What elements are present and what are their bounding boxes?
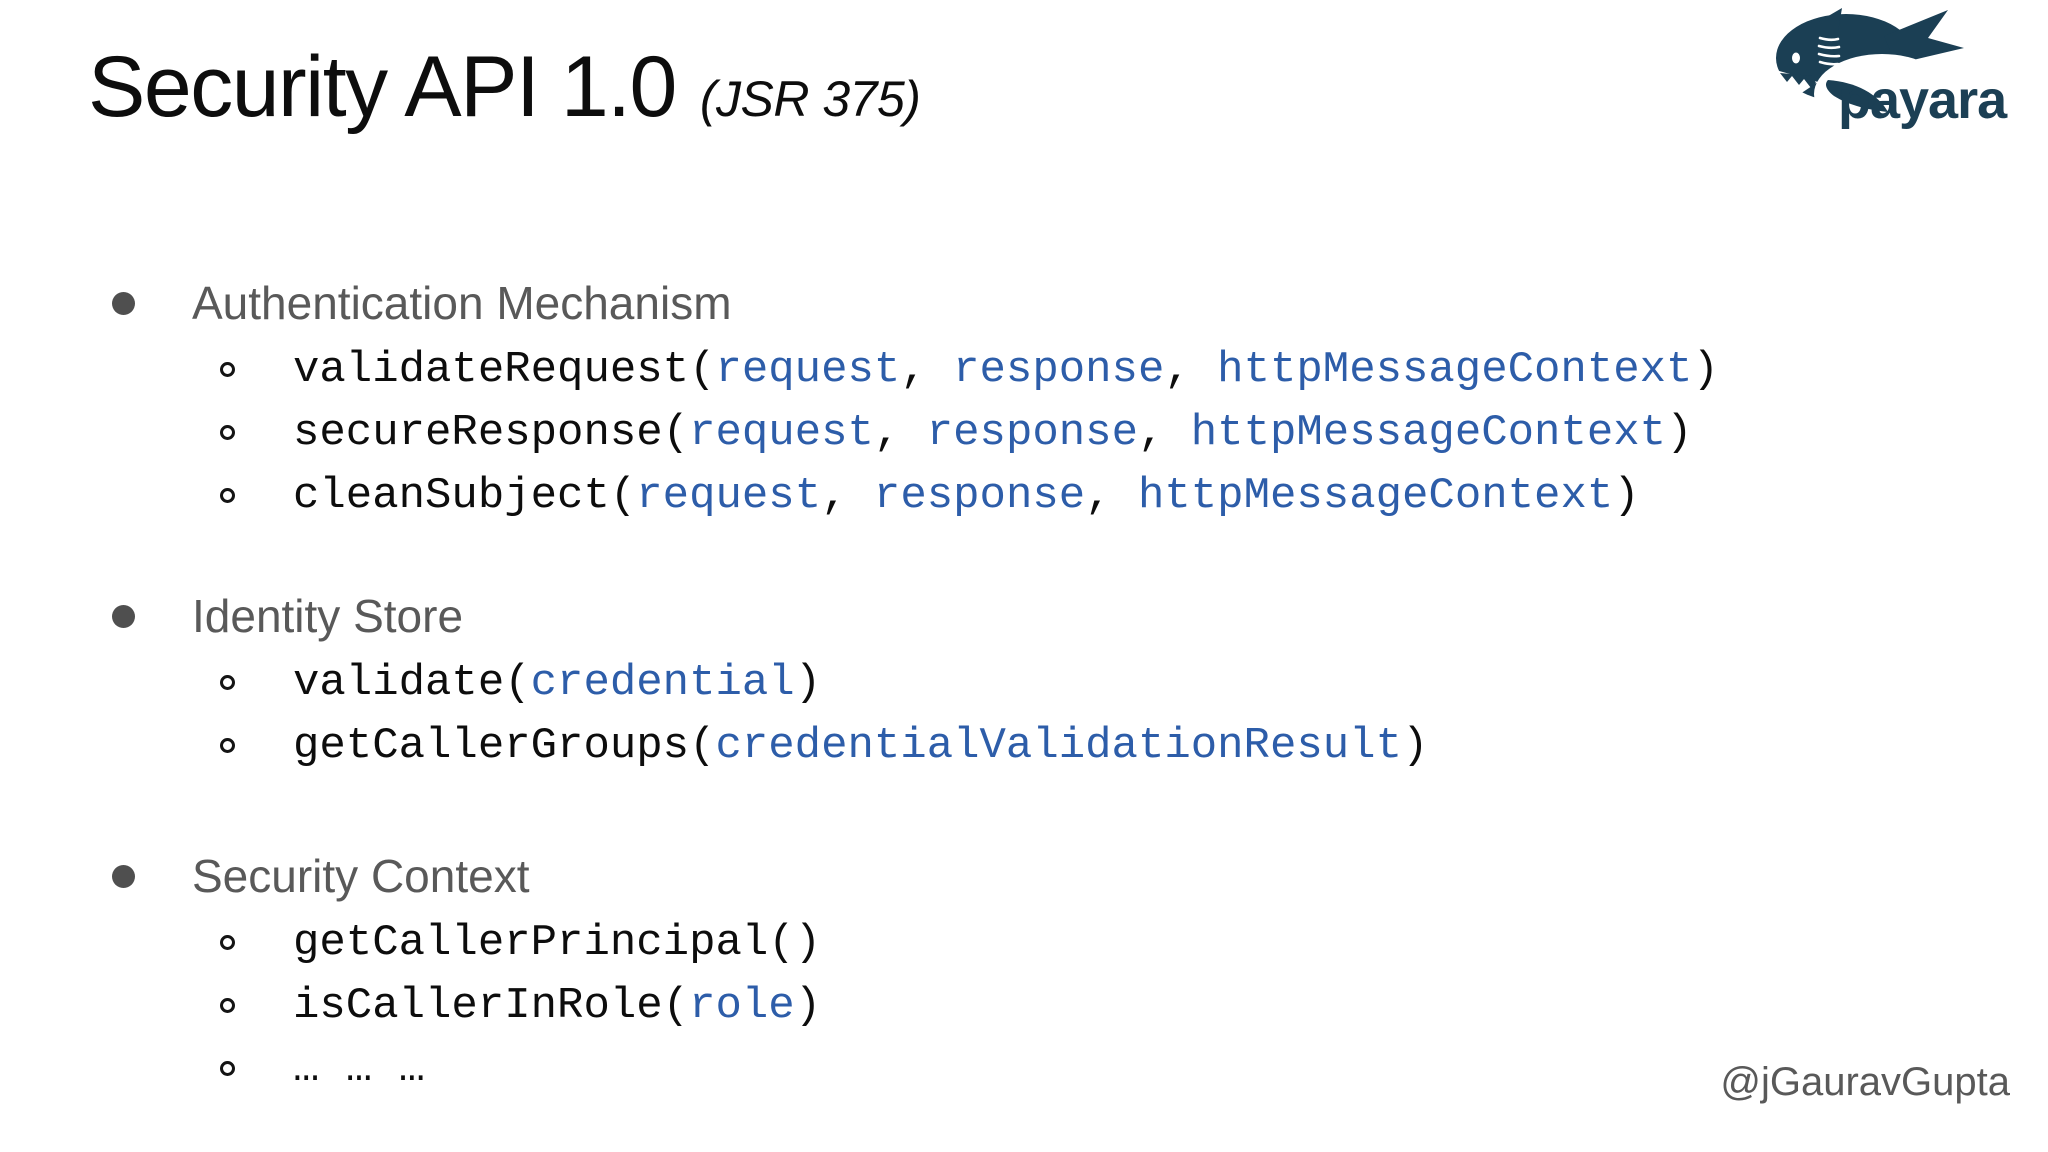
code-param: request <box>689 407 874 458</box>
section: Authentication Mechanism validateRequest… <box>0 268 2048 527</box>
code-text: cleanSubject( <box>293 470 637 521</box>
code-line: getCallerPrincipal() <box>293 918 821 968</box>
code-text: validate( <box>293 657 531 708</box>
payara-logo: payara <box>1776 8 2009 134</box>
code-line: isCallerInRole(role) <box>293 981 821 1031</box>
code-line: validate(credential) <box>293 658 821 708</box>
code-text: ) <box>1401 720 1429 771</box>
code-text: , <box>821 470 874 521</box>
code-text: secureResponse( <box>293 407 690 458</box>
page-title: Security API 1.0 <box>88 39 677 135</box>
list-item: getCallerGroups(credentialValidationResu… <box>0 714 2048 777</box>
section-heading-label: Identity Store <box>192 590 464 642</box>
code-text: , <box>1137 407 1191 458</box>
code-param: request <box>636 470 822 521</box>
brand-wordmark: payara <box>1838 70 2008 130</box>
code-text: validateRequest( <box>293 344 716 395</box>
section-heading-label: Security Context <box>192 850 530 902</box>
page-title-suffix: (JSR 375) <box>699 71 921 127</box>
code-param: role <box>689 980 795 1031</box>
code-text: ) <box>1692 344 1719 395</box>
code-param: credential <box>530 657 795 708</box>
slide-header: Security API 1.0 (JSR 375) <box>88 38 921 137</box>
list-item: getCallerPrincipal() <box>0 911 2048 974</box>
section-heading-row: Identity Store <box>0 581 2048 651</box>
hollow-bullet-icon <box>220 998 235 1013</box>
hollow-bullet-icon <box>220 675 235 690</box>
section: Security Context getCallerPrincipal() is… <box>0 841 2048 1100</box>
section: Identity Store validate(credential) getC… <box>0 581 2048 777</box>
code-text: ) <box>794 657 822 708</box>
section-items: validateRequest(request, response, httpM… <box>0 338 2048 527</box>
code-line: validateRequest(request, response, httpM… <box>293 345 1719 395</box>
list-item: validateRequest(request, response, httpM… <box>0 338 2048 401</box>
code-text: getCallerGroups( <box>293 720 716 771</box>
hollow-bullet-icon <box>220 738 235 753</box>
hollow-bullet-icon <box>220 488 235 503</box>
twitter-handle: @jGauravGupta <box>1720 1060 2010 1104</box>
payara-fish-icon <box>1776 8 1964 134</box>
list-item: isCallerInRole(role) <box>0 974 2048 1037</box>
code-text: , <box>873 407 927 458</box>
code-text: ) <box>1613 470 1640 521</box>
list-item: cleanSubject(request, response, httpMess… <box>0 464 2048 527</box>
code-param: httpMessageContext <box>1190 407 1667 458</box>
code-line: getCallerGroups(credentialValidationResu… <box>293 721 1428 771</box>
code-param: credentialValidationResult <box>715 720 1402 771</box>
filled-bullet-icon <box>112 864 135 888</box>
code-text: , <box>1085 470 1138 521</box>
section-items: getCallerPrincipal() isCallerInRole(role… <box>0 911 2048 1100</box>
code-param: response <box>953 344 1165 395</box>
code-text: getCallerPrincipal() <box>293 917 822 968</box>
code-text: ) <box>794 980 822 1031</box>
code-line: cleanSubject(request, response, httpMess… <box>293 471 1640 521</box>
list-item: validate(credential) <box>0 651 2048 714</box>
code-text: , <box>1164 344 1218 395</box>
code-param: httpMessageContext <box>1137 470 1614 521</box>
bullet-list: Authentication Mechanism validateRequest… <box>0 268 2048 1100</box>
hollow-bullet-icon <box>220 935 235 950</box>
section-heading-row: Security Context <box>0 841 2048 911</box>
section-items: validate(credential) getCallerGroups(cre… <box>0 651 2048 777</box>
code-param: response <box>926 407 1138 458</box>
code-param: response <box>873 470 1086 521</box>
list-item: … … … <box>0 1037 2048 1100</box>
hollow-bullet-icon <box>220 425 235 440</box>
code-line: secureResponse(request, response, httpMe… <box>293 408 1692 458</box>
code-param: request <box>715 344 901 395</box>
code-text: … … … <box>293 1043 426 1094</box>
section-heading-label: Authentication Mechanism <box>192 277 732 329</box>
code-text: isCallerInRole( <box>293 980 690 1031</box>
filled-bullet-icon <box>112 291 135 315</box>
code-param: httpMessageContext <box>1217 344 1693 395</box>
list-item: secureResponse(request, response, httpMe… <box>0 401 2048 464</box>
code-text: ) <box>1666 407 1693 458</box>
filled-bullet-icon <box>112 604 135 628</box>
hollow-bullet-icon <box>220 1061 235 1076</box>
section-heading-row: Authentication Mechanism <box>0 268 2048 338</box>
code-text: , <box>900 344 954 395</box>
code-line: … … … <box>293 1044 425 1094</box>
hollow-bullet-icon <box>220 362 235 377</box>
